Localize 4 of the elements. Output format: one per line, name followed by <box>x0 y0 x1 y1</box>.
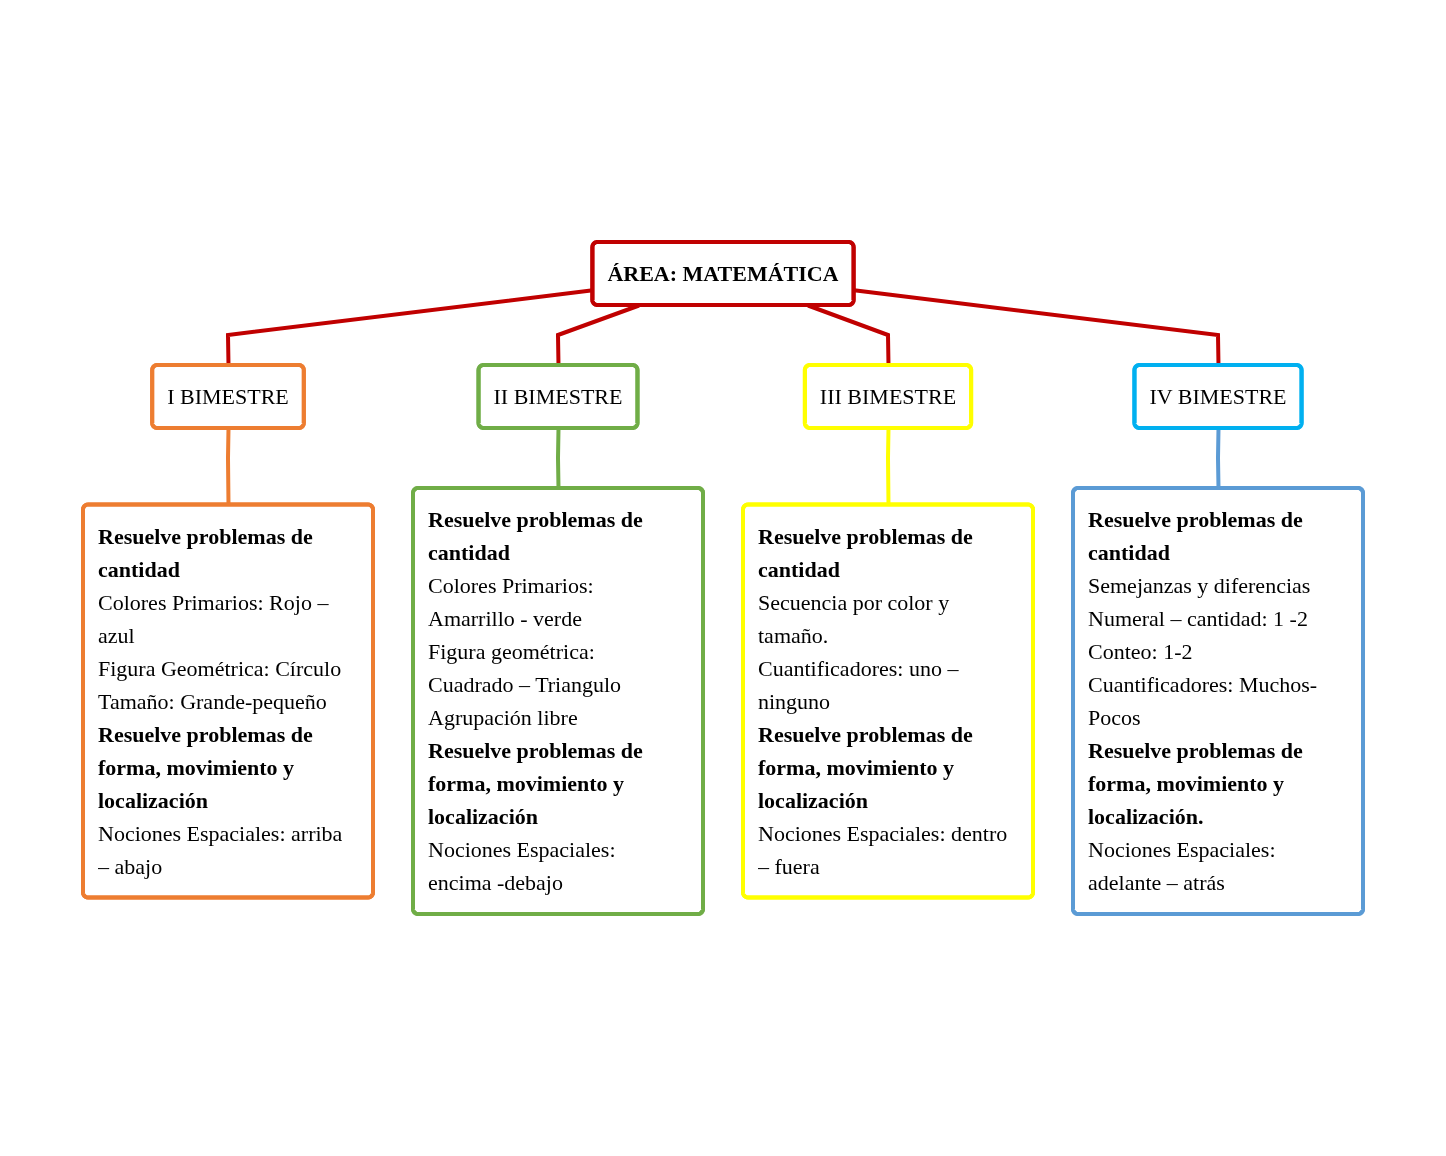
node-text: Resuelve problemas de cantidad Colores Primarios: Amarrillo - verde Figura geométrica: Cuadrado – Triangulo Agrupación libre Resuelve problemas de forma, movimiento y localización Nociones Espaciales: encima -debajo <box>428 507 643 895</box>
node-text: Resuelve problemas de cantidad Semejanzas y diferencias Numeral – cantidad: 1 -2 Conteo: 1-2 Cuantificadores: Muchos-Pocos Resuelve problemas de forma, movimiento y localización. Nociones Espaciales: adelante – atrás <box>1088 507 1318 895</box>
connector <box>1216 428 1221 489</box>
connector <box>556 428 561 489</box>
